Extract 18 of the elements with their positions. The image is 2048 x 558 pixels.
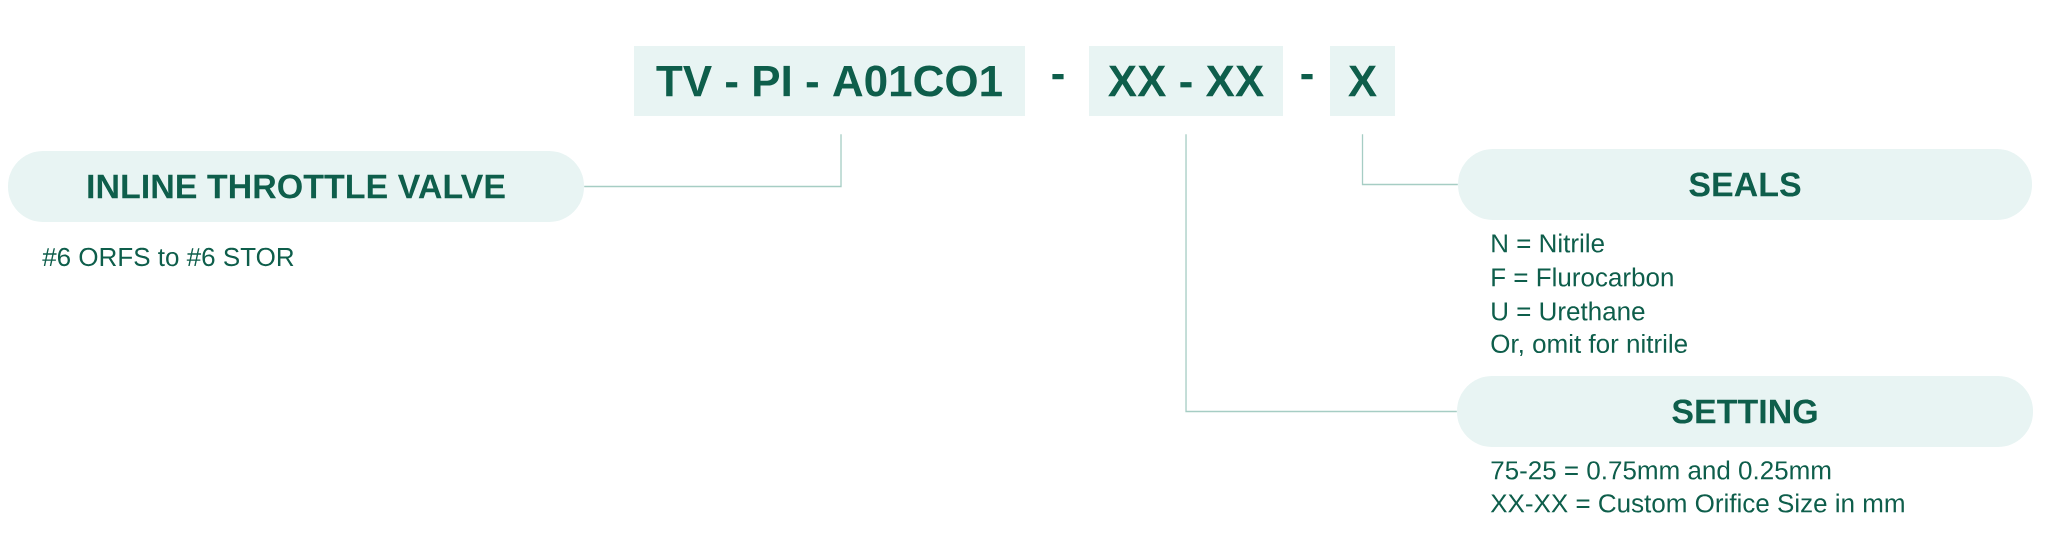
- code-box: TV - PI - A01CO1: [634, 46, 1025, 116]
- description-text: #6 ORFS to #6 STOR: [42, 247, 294, 267]
- code-box: X: [1330, 46, 1395, 116]
- dash-separator: -: [1052, 74, 1064, 80]
- heading-pill: INLINE THROTTLE VALVE: [8, 151, 584, 222]
- code-box: XX - XX: [1089, 46, 1283, 116]
- description-text: XX-XX = Custom Orifice Size in mm: [1490, 493, 1904, 513]
- connector-line: [1185, 133, 1458, 413]
- description-text: 75-25 = 0.75mm and 0.25mm: [1491, 460, 1831, 480]
- dash-separator: -: [1301, 74, 1313, 80]
- description-text: F = Flurocarbon: [1492, 267, 1673, 287]
- connector-line: [1361, 133, 1459, 186]
- description-text: N = Nitrile: [1492, 233, 1604, 253]
- connector-line: [583, 133, 842, 188]
- heading-pill: SEALS: [1458, 149, 2032, 220]
- description-text: U = Urethane: [1492, 301, 1645, 321]
- description-text: Or, omit for nitrile: [1491, 333, 1687, 357]
- heading-pill: SETTING: [1457, 376, 2033, 447]
